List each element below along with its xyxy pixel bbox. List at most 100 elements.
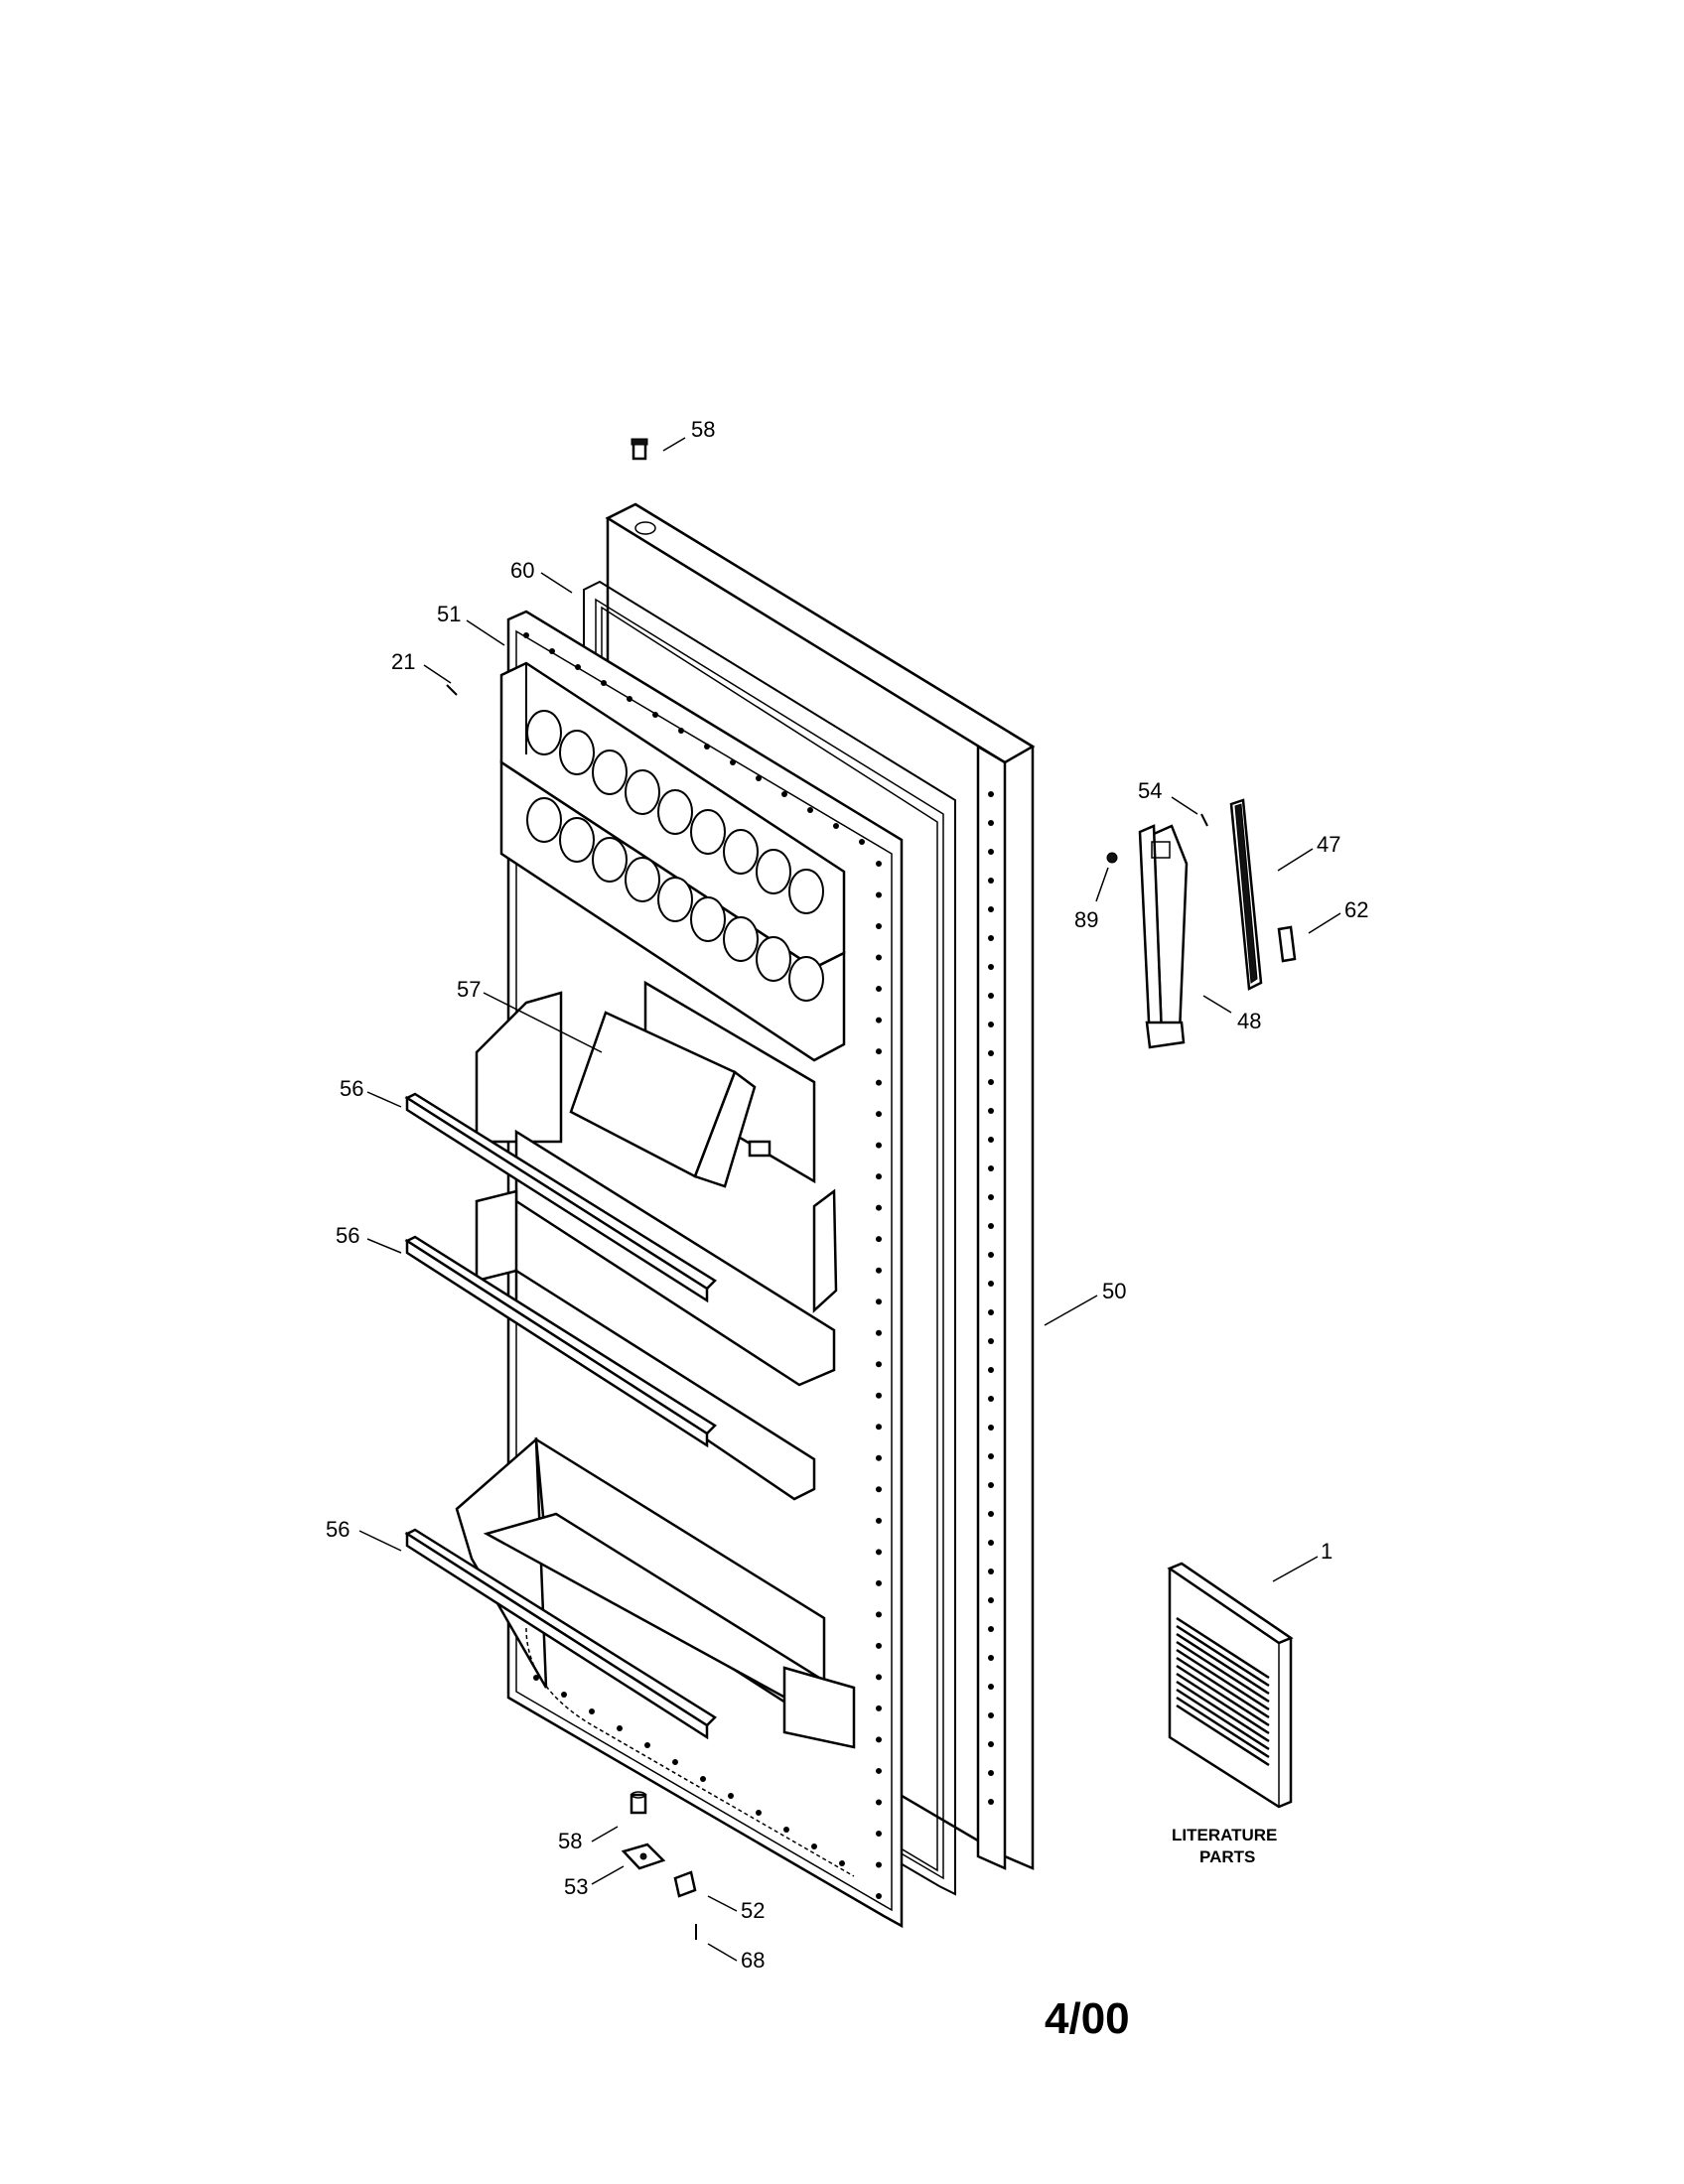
panel-hole — [988, 1453, 994, 1459]
egg-cup — [756, 849, 791, 894]
booklet-line — [1176, 1704, 1270, 1767]
booklet-line — [1176, 1696, 1270, 1759]
liner-hole — [876, 1017, 882, 1024]
egg-cup — [526, 797, 562, 843]
panel-hole — [988, 1799, 994, 1805]
egg-cup — [526, 710, 562, 755]
liner-hole — [876, 861, 882, 867]
callout-47: 47 — [1317, 832, 1340, 857]
panel-hole — [988, 1137, 994, 1143]
panel-hole — [988, 878, 994, 884]
panel-hole — [988, 1655, 994, 1661]
liner-hole — [876, 1486, 882, 1493]
liner-hole — [876, 1079, 882, 1086]
leader-lines — [358, 437, 1341, 1962]
hinge-bushing-top-part-58 — [631, 438, 648, 461]
panel-hole — [988, 1741, 994, 1747]
liner-hole — [781, 791, 787, 797]
liner-hole — [533, 1675, 539, 1681]
callout-52: 52 — [741, 1898, 765, 1923]
liner-hole — [839, 1860, 845, 1866]
shelf-rail-lower — [404, 1528, 717, 1740]
egg-cups — [526, 710, 824, 1002]
egg-cup — [723, 916, 759, 962]
panel-hole — [988, 1165, 994, 1171]
screw-part-21 — [446, 684, 458, 696]
callout-51: 51 — [437, 602, 461, 626]
liner-hole — [876, 1861, 882, 1868]
panel-hole — [988, 1309, 994, 1315]
booklet-line — [1176, 1648, 1270, 1711]
liner-hole — [876, 1454, 882, 1461]
liner-hole — [652, 712, 658, 718]
egg-cup — [559, 730, 595, 775]
liner-hole — [617, 1725, 623, 1731]
liner-hole — [704, 744, 710, 750]
callout-58-bottom: 58 — [558, 1829, 582, 1853]
screw-part-54 — [1200, 813, 1208, 827]
panel-hole — [988, 1626, 994, 1632]
panel-hole — [988, 1281, 994, 1287]
callout-54: 54 — [1138, 778, 1162, 803]
panel-hole — [988, 1684, 994, 1690]
egg-cup — [657, 789, 693, 835]
panel-hole — [988, 1770, 994, 1776]
callout-1: 1 — [1321, 1539, 1333, 1564]
panel-hole — [988, 1540, 994, 1546]
callout-53: 53 — [564, 1874, 588, 1899]
liner-hole — [783, 1827, 789, 1833]
panel-hole — [988, 1022, 994, 1027]
egg-cup — [625, 857, 660, 902]
liner-hole — [876, 1236, 882, 1243]
liner-hole — [876, 1611, 882, 1618]
booklet-line — [1176, 1688, 1270, 1751]
panel-hole — [988, 1338, 994, 1344]
booklet-line — [1176, 1624, 1270, 1688]
liner-hole — [601, 680, 607, 686]
booklet-text-lines — [1176, 1616, 1270, 1767]
liner-hole — [876, 1736, 882, 1743]
panel-hole — [988, 1108, 994, 1114]
callout-89: 89 — [1074, 907, 1098, 932]
liner-hole — [876, 1893, 882, 1899]
panel-hole — [988, 849, 994, 855]
liner-hole — [859, 839, 865, 845]
panel-hole — [988, 1569, 994, 1574]
liner-hole — [575, 664, 581, 670]
literature-label-line1: LITERATURE — [1172, 1826, 1277, 1844]
liner-hole — [644, 1742, 650, 1748]
panel-hole — [988, 1223, 994, 1229]
booklet-line — [1176, 1680, 1270, 1743]
egg-cup — [690, 896, 726, 942]
liner-hole — [833, 823, 839, 829]
liner-hole — [876, 1799, 882, 1806]
panel-hole — [988, 1712, 994, 1718]
hinge-part-53 — [621, 1843, 666, 1870]
panel-hole — [988, 935, 994, 941]
panel-screw-holes — [988, 791, 994, 1805]
liner-hole — [876, 1142, 882, 1149]
hinge-bushing-bottom-part-58 — [630, 1791, 647, 1815]
liner-hole — [756, 775, 762, 781]
booklet-line — [1176, 1656, 1270, 1719]
panel-hole — [988, 791, 994, 797]
egg-cup — [592, 750, 628, 795]
liner-hole — [876, 1298, 882, 1305]
liner-hole — [678, 728, 684, 734]
panel-hole — [988, 906, 994, 912]
callout-58-top: 58 — [691, 417, 715, 442]
liner-hole — [876, 1642, 882, 1649]
liner-hole — [876, 1267, 882, 1274]
panel-hole — [988, 1425, 994, 1431]
panel-hole — [988, 1482, 994, 1488]
callout-56-a: 56 — [340, 1076, 363, 1101]
door-stop-part-52 — [673, 1870, 697, 1898]
liner-hole — [756, 1810, 762, 1816]
liner-hole — [811, 1843, 817, 1849]
plug-part-62 — [1277, 925, 1297, 963]
panel-hole — [988, 964, 994, 970]
booklet-line — [1176, 1640, 1270, 1704]
liner-hole — [876, 1767, 882, 1774]
liner-hole — [876, 1549, 882, 1556]
